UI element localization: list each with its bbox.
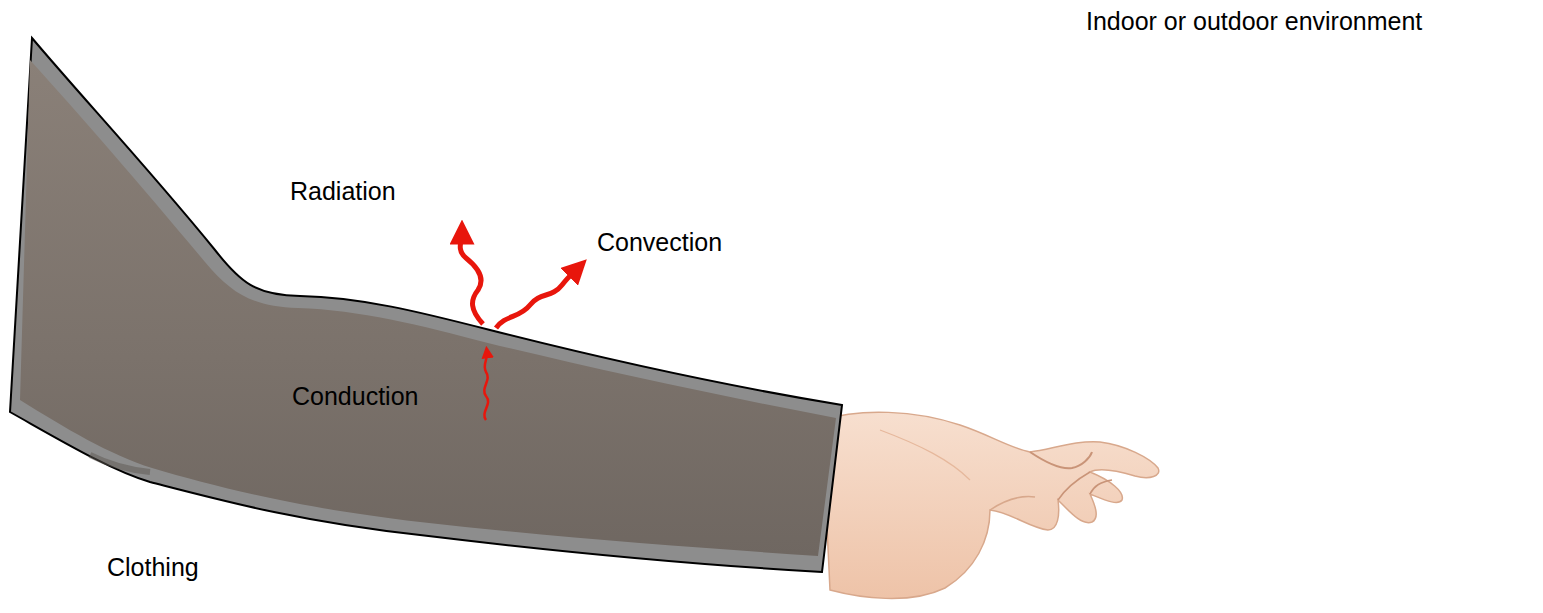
conduction-arrow <box>484 352 488 420</box>
heat-transfer-label: Convection <box>597 227 722 257</box>
environment-label: Indoor or outdoor environment <box>1086 6 1422 36</box>
heat-transfer-label: Radiation <box>290 176 396 206</box>
clothing-label: Clothing <box>107 552 199 582</box>
hand <box>822 412 1159 598</box>
convection-arrow <box>496 268 578 328</box>
heat-arrows <box>460 232 578 420</box>
heat-transfer-label: Conduction <box>292 381 418 411</box>
clothing-sleeve <box>10 38 842 572</box>
radiation-arrow <box>460 232 483 324</box>
